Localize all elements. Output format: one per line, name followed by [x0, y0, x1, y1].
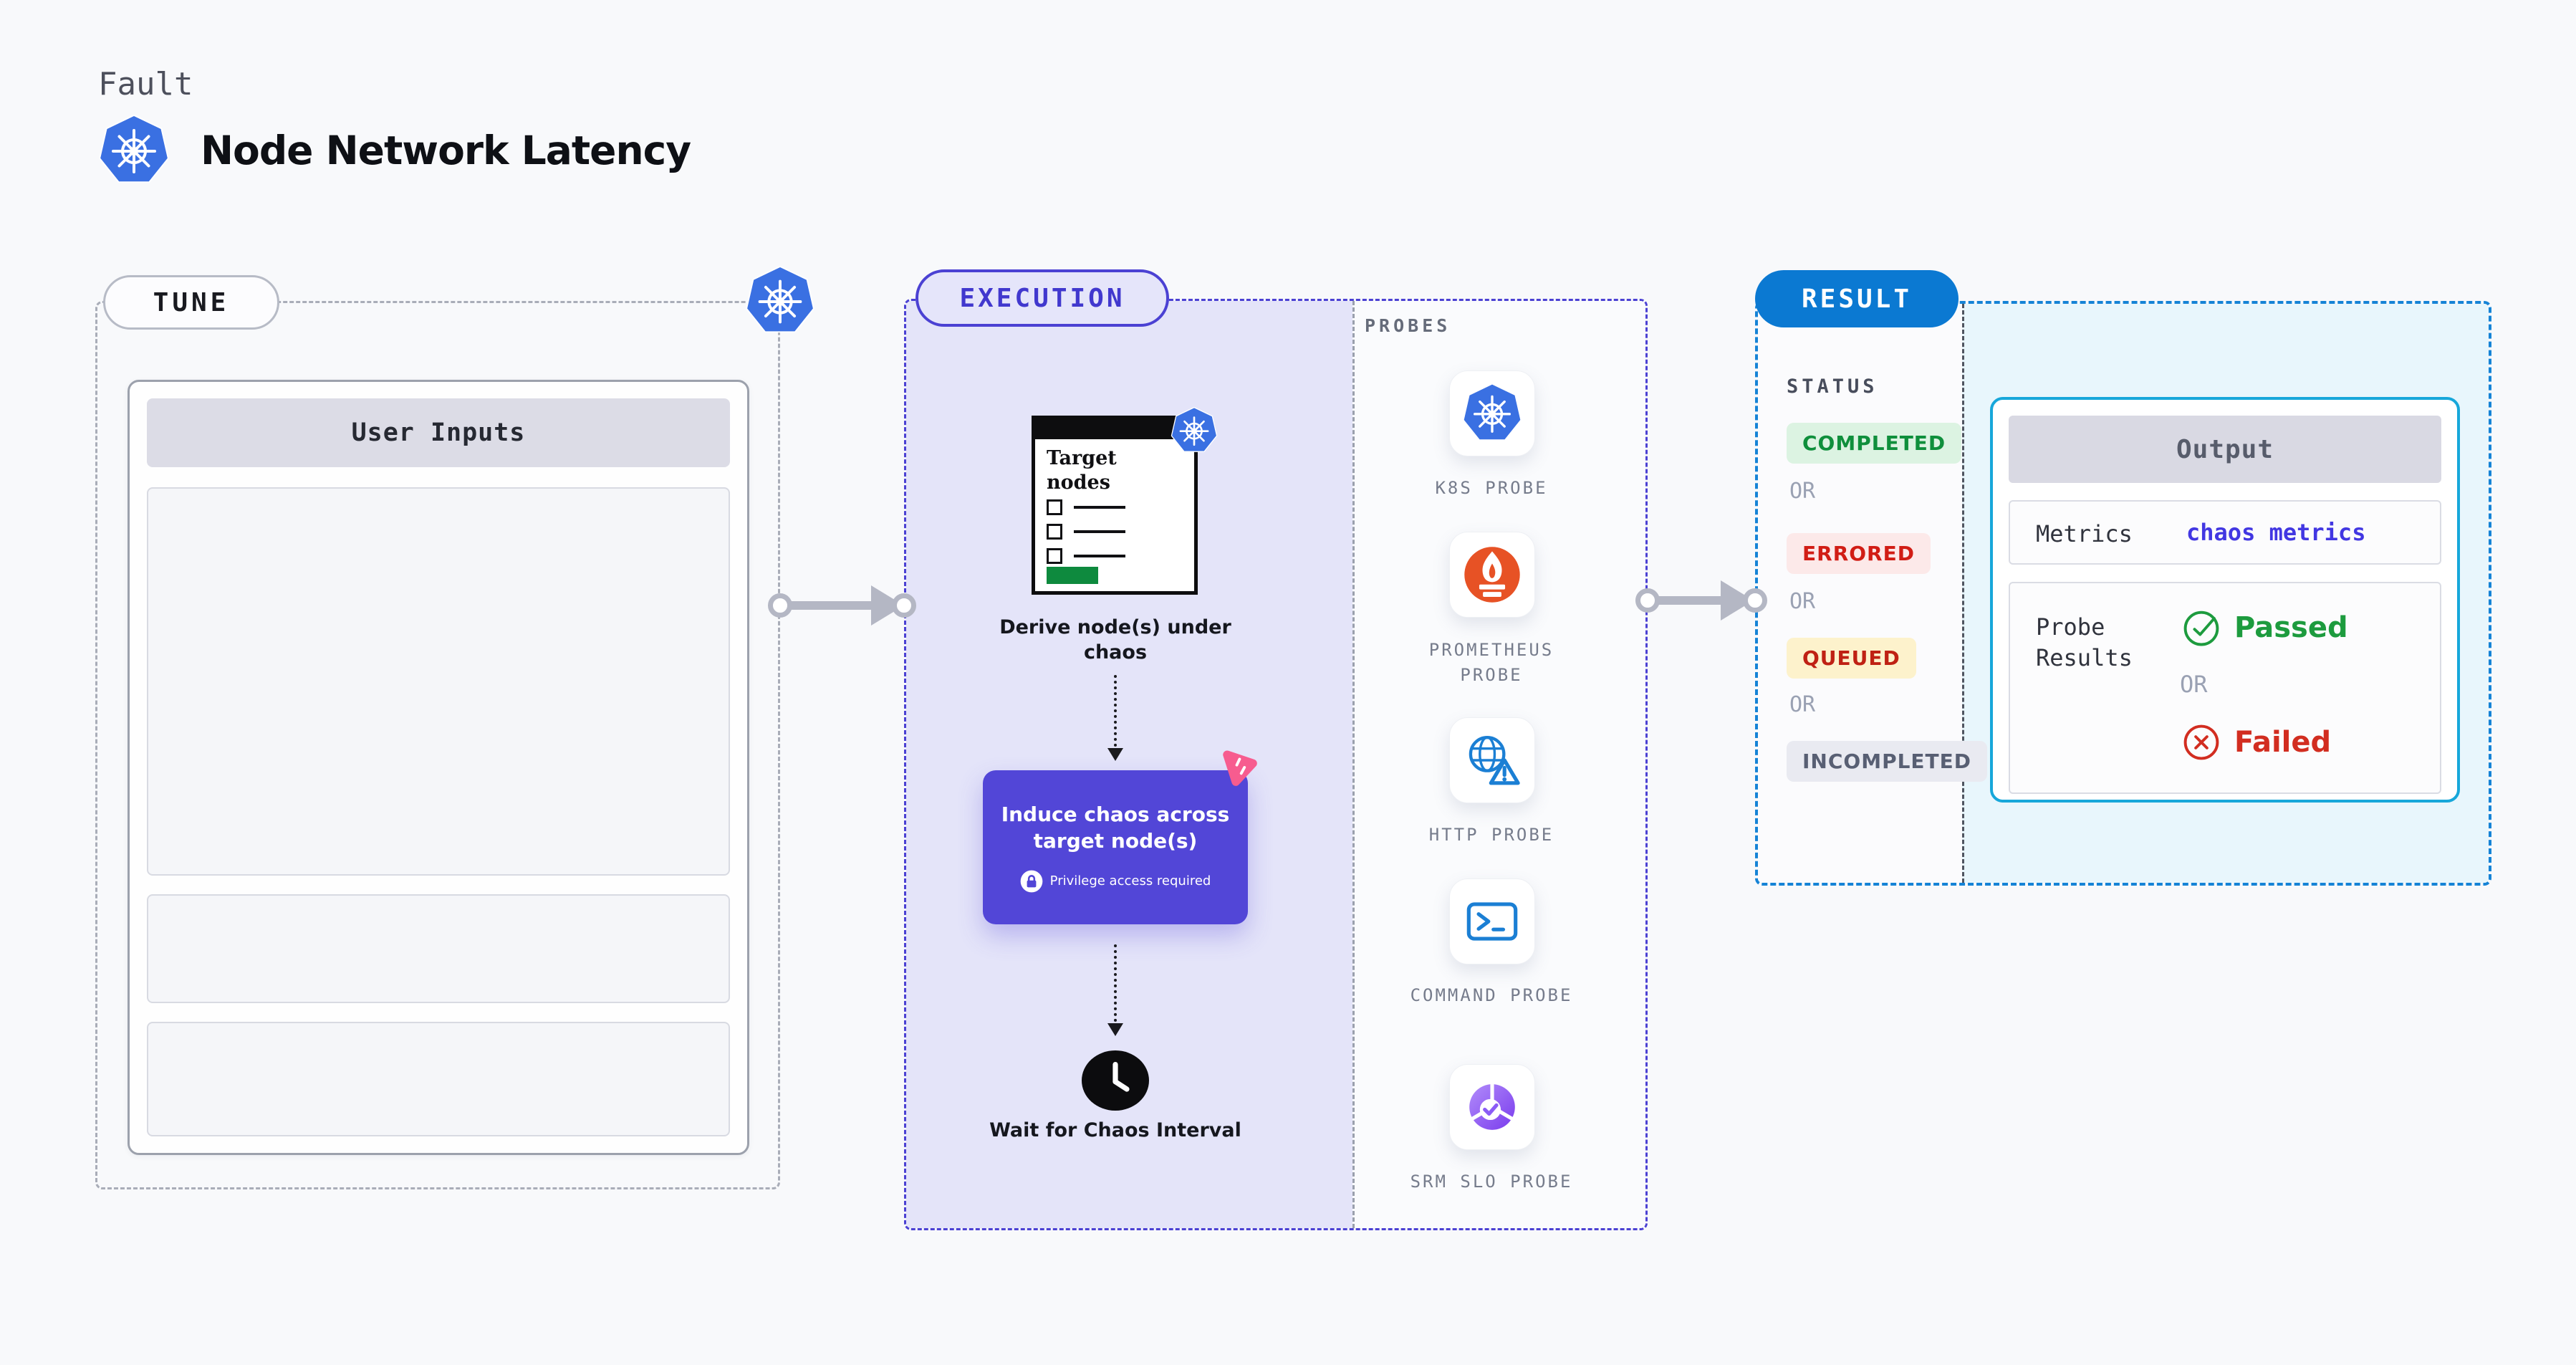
metrics-row: Metrics chaos metrics — [2009, 500, 2441, 565]
checkbox-icon[interactable] — [1047, 499, 1062, 515]
probe-label: COMMAND PROBE — [1410, 985, 1573, 1005]
x-circle-icon — [2181, 722, 2221, 762]
http-globe-warning-icon — [1461, 729, 1523, 791]
metrics-label: Metrics — [2036, 520, 2133, 547]
or-separator: OR — [1789, 479, 1816, 504]
kubernetes-icon — [1171, 407, 1218, 454]
probe-label: SRM SLO PROBE — [1410, 1172, 1573, 1192]
status-badge-queued: QUEUED — [1787, 638, 1916, 679]
probe-results-row: Probe Results Passed OR Failed — [2009, 582, 2441, 794]
lock-icon — [1020, 870, 1043, 893]
green-button-bar — [1047, 567, 1098, 584]
node-checkbox-row — [1047, 499, 1125, 515]
probe-results-label: Probe Results — [2036, 613, 2133, 672]
connector-node — [768, 593, 792, 618]
node-checkbox-row — [1047, 524, 1125, 540]
node-line — [1074, 530, 1125, 533]
passed-label: Passed — [2234, 611, 2348, 644]
probes-heading: PROBES — [1365, 315, 1451, 336]
k8s-probe-card — [1449, 370, 1535, 456]
http-probe-card — [1449, 717, 1535, 803]
result-section-label: RESULT — [1755, 270, 1959, 327]
target-card-titlebar — [1035, 419, 1194, 439]
node-checkbox-row — [1047, 548, 1125, 564]
connector-node — [1743, 588, 1767, 613]
node-line — [1074, 555, 1125, 557]
induce-chaos-label: Induce chaos across target node(s) — [1001, 803, 1230, 853]
execution-section-box — [904, 299, 1648, 1230]
target-card-title: Target nodes — [1047, 447, 1117, 494]
probe-label: K8S PROBE — [1435, 478, 1548, 498]
step-wait-label: Wait for Chaos Interval — [989, 1119, 1241, 1141]
srm-slo-probe-card — [1449, 1064, 1535, 1150]
checkbox-icon[interactable] — [1047, 548, 1062, 564]
probe-label: PROMETHEUS PROBE — [1428, 640, 1554, 685]
step-derive-label: Derive node(s) under chaos — [999, 616, 1231, 664]
kubernetes-icon — [745, 266, 815, 336]
status-heading: STATUS — [1787, 375, 1878, 398]
passed-item: Passed — [2181, 608, 2348, 648]
status-area — [1758, 304, 1962, 883]
checkbox-icon[interactable] — [1047, 524, 1062, 540]
container-runtime-row — [147, 894, 730, 1003]
output-header: Output — [2009, 416, 2441, 483]
failed-item: Failed — [2181, 722, 2331, 762]
connector-line — [788, 601, 874, 610]
kubernetes-icon — [98, 115, 170, 186]
prometheus-icon — [1461, 544, 1523, 605]
link-chaos-metrics[interactable]: chaos metrics — [2186, 519, 2366, 546]
status-badge-incompleted: INCOMPLETED — [1787, 741, 1988, 782]
user-inputs-header: User Inputs — [147, 398, 730, 467]
node-line — [1074, 506, 1125, 509]
status-badge-errored: ERRORED — [1787, 533, 1931, 574]
probe-label: HTTP PROBE — [1428, 825, 1554, 845]
flow-dotted-line — [1114, 944, 1117, 1022]
prometheus-probe-card — [1449, 532, 1535, 618]
or-separator: OR — [1789, 692, 1816, 717]
or-separator: OR — [2180, 671, 2208, 698]
flow-arrowhead — [1107, 748, 1123, 761]
privilege-note: Privilege access required — [1020, 870, 1211, 893]
tune-section-box — [95, 301, 780, 1189]
connector-node — [892, 593, 916, 618]
socket-path-row — [147, 1022, 730, 1136]
slo-pie-check-icon — [1461, 1076, 1523, 1138]
kubernetes-icon — [1462, 383, 1522, 444]
status-badge-completed: COMPLETED — [1787, 423, 1962, 464]
failed-label: Failed — [2234, 726, 2332, 759]
terminal-icon — [1461, 891, 1523, 952]
flow-arrowhead — [1107, 1023, 1123, 1036]
connector-line — [1656, 596, 1726, 605]
clock-icon — [1082, 1050, 1149, 1111]
output-panel: Output Metrics chaos metrics Probe Resul… — [1990, 397, 2460, 803]
execution-section-label: EXECUTION — [915, 269, 1169, 327]
or-separator: OR — [1789, 589, 1816, 614]
connector-node — [1635, 588, 1660, 613]
induce-chaos-box: Induce chaos across target node(s) Privi… — [983, 770, 1248, 924]
target-nodes-card: Target nodes — [1032, 416, 1198, 595]
page-title: Node Network Latency — [201, 128, 691, 173]
command-probe-card — [1449, 878, 1535, 964]
tune-section-label: TUNE — [103, 275, 279, 330]
flow-dotted-line — [1114, 675, 1117, 747]
fault-kicker: Fault — [98, 66, 193, 102]
check-circle-icon — [2181, 608, 2221, 648]
chaos-inputs-row — [147, 487, 730, 876]
privilege-note-label: Privilege access required — [1049, 873, 1211, 889]
chaos-pink-icon — [1216, 742, 1262, 788]
